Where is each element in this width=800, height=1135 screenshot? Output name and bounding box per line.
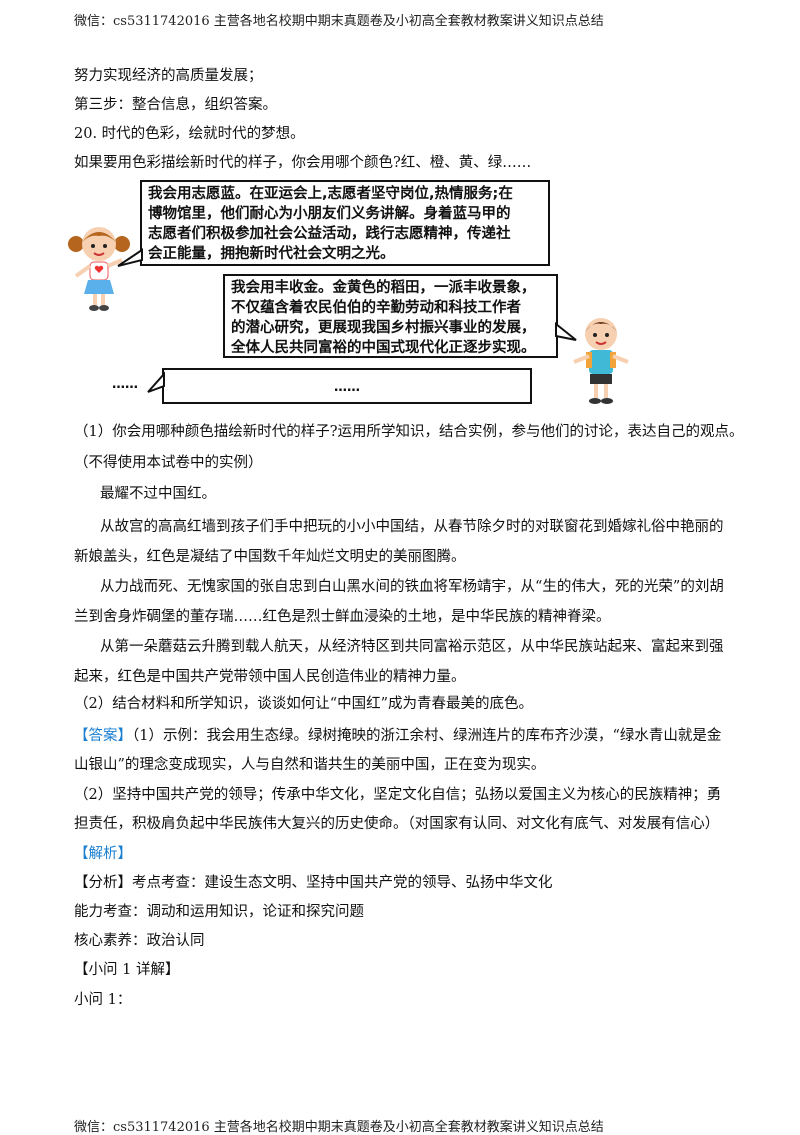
speech-bubble-harvest-gold: 我会用丰收金。金黄色的稻田，一派丰收景象， 不仅蕴含着农民伯伯的辛勤劳动和科技工… (223, 274, 558, 358)
bubble-line: 博物馆里，他们耐心为小朋友们义务讲解。身着蓝马甲的 (148, 206, 511, 222)
page-header: 微信：cs5311742016 主营各地名校期中期末真题卷及小初高全套教材教案讲… (74, 14, 604, 29)
answer-2: （2）坚持中国共产党的领导；传承中华文化，坚定文化自信；弘扬以爱国主义为核心的民… (74, 787, 722, 832)
bubble-tail (147, 371, 165, 393)
sub-question-1-note: （不得使用本试卷中的实例） (74, 455, 263, 471)
bubble-line: 不仅蕴含着农民伯伯的辛勤劳动和科技工作者 (231, 300, 521, 316)
bubble-line: 会正能量，拥抱新时代社会文明之光。 (148, 246, 395, 262)
speech-bubble-volunteer-blue: 我会用志愿蓝。在亚运会上,志愿者坚守岗位,热情服务;在 博物馆里，他们耐心为小朋… (140, 180, 550, 266)
boy-illustration (573, 318, 629, 404)
ability-text: 能力考查：调动和运用知识，论证和探究问题 (74, 904, 364, 920)
material-paragraph: 从力战而死、无愧家国的张自忠到白山黑水间的铁血将军杨靖宇，从“生的伟大，死的光荣… (74, 579, 724, 625)
answer-1: 【答案】（1）示例：我会用生态绿。绿树掩映的浙江余村、绿洲连片的库布齐沙漠，“绿… (74, 722, 724, 780)
bubble-tail (117, 248, 143, 267)
bubble-line: 全体人民共同富裕的中国式现代化正逐步实现。 (231, 340, 536, 356)
bubble-line: 的潜心研究，更展现我国乡村振兴事业的发展， (231, 320, 536, 336)
sub-question-1: （1）你会用哪种颜色描绘新时代的样子?运用所学知识，结合实例，参与他们的讨论，表… (74, 424, 744, 440)
analysis-text: 【分析】考点考查：建设生态文明、坚持中国共产党的领导、弘扬中华文化 (74, 875, 553, 891)
material-title: 最耀不过中国红。 (100, 486, 216, 502)
bubble-line: 志愿者们积极参加社会公益活动，践行志愿精神，传递社 (148, 226, 511, 242)
bubble-line: 我会用志愿蓝。在亚运会上,志愿者坚守岗位,热情服务;在 (148, 186, 513, 202)
sub-question-2: （2）结合材料和所学知识，谈谈如何让“中国红”成为青春最美的底色。 (74, 696, 534, 712)
material-paragraph: 从故宫的高高红墙到孩子们手中把玩的小小中国结，从春节除夕时的对联窗花到婚嫁礼俗中… (74, 519, 724, 565)
sub-detail-tag: 【小问 1 详解】 (74, 962, 180, 978)
text-line: 第三步：整合信息，组织答案。 (74, 97, 277, 113)
ellipsis-text: …… (112, 377, 138, 392)
answer-tag: 【答案】 (74, 728, 132, 744)
question-title: 20. 时代的色彩，绘就时代的梦想。 (74, 126, 305, 142)
question-prompt: 如果要用色彩描绘新时代的样子，你会用哪个颜色?红、橙、黄、绿…… (74, 155, 532, 171)
page-footer: 微信：cs5311742016 主营各地名校期中期末真题卷及小初高全套教材教案讲… (74, 1120, 604, 1135)
analysis-tag: 【解析】 (74, 846, 132, 862)
girl-illustration (68, 227, 130, 311)
material-paragraph: 从第一朵蘑菇云升腾到载人航天，从经济特区到共同富裕示范区，从中华民族站起来、富起… (74, 639, 724, 685)
sub-detail-label: 小问 1： (74, 992, 132, 1008)
answer-1-text: （1）示例：我会用生态绿。绿树掩映的浙江余村、绿洲连片的库布齐沙漠，“绿水青山就… (74, 728, 722, 773)
text-line: 努力实现经济的高质量发展； (74, 68, 263, 84)
bubble-line: 我会用丰收金。金黄色的稻田，一派丰收景象， (231, 280, 536, 296)
bubble-tail (555, 321, 577, 341)
literacy-text: 核心素养：政治认同 (74, 933, 205, 949)
ellipsis-text: …… (334, 380, 360, 395)
speech-bubble-empty: …… (162, 368, 532, 404)
